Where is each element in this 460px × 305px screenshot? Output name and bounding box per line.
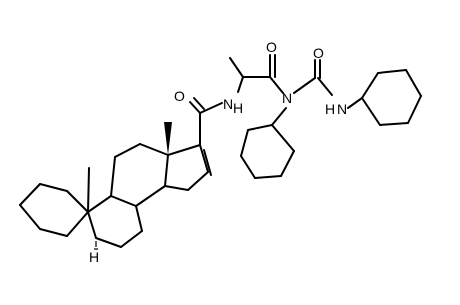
amide-group — [189, 97, 223, 146]
ring-b — [87, 195, 143, 248]
cyclohexyl-ring-urea — [361, 69, 422, 126]
c10-methyl-bond — [87, 167, 90, 213]
ring-d — [164, 144, 212, 191]
alanine-fragment — [229, 54, 284, 94]
ring-c — [110, 143, 169, 207]
amide-nitrogen-label: N — [223, 96, 233, 112]
ring-a — [19, 183, 89, 237]
urea-hydrogen-label: H — [325, 101, 335, 117]
cyclohexyl-ring-n — [240, 107, 295, 179]
urea-oxygen-label: O — [313, 45, 324, 61]
ring-h-label: H — [89, 249, 99, 265]
amide-oxygen-label: O — [174, 88, 185, 104]
urea-nitrogen-label: N — [337, 101, 347, 117]
urea-cyclohexyl-bond — [347, 97, 363, 109]
c5-hash-bond — [94, 241, 98, 250]
amide-hydrogen-label: H — [233, 100, 243, 116]
c13-methyl-wedge — [164, 122, 172, 155]
urea-fragment — [293, 59, 333, 96]
imide-nitrogen-label: N — [282, 90, 292, 106]
imide-oxygen-label: O — [266, 39, 277, 55]
